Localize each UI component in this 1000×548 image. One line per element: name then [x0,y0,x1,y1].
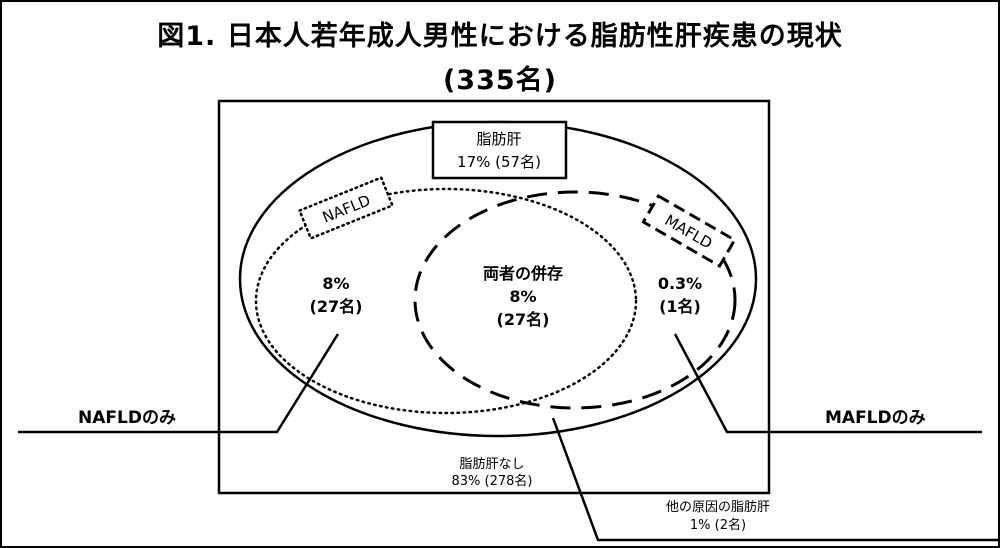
nafld-only-label: NAFLDのみ [78,408,176,428]
fatty-liver-value: 17% (57名) [457,153,541,171]
figure-title: 図1. 日本人若年成人男性における脂肪性肝疾患の現状 [157,21,843,52]
mafld-only-count: (1名) [659,297,701,316]
fatty-liver-box [431,120,568,180]
population-box [217,99,771,495]
other-cause-label: 他の原因の脂肪肝 [666,499,770,515]
nafld-only-count: (27名) [310,297,363,316]
nafld-only-leader-line [18,333,340,434]
both-label: 両者の併存 [483,264,563,283]
mafld-ellipse [413,190,737,410]
mafld-only-pct: 0.3% [658,274,702,293]
no-fatty-liver-value: 83% (278名) [452,473,533,489]
nafld-tag: NAFLD [297,175,395,241]
both-pct: 8% [509,287,536,306]
nafld-only-pct: 8% [322,274,349,293]
no-fatty-liver-label: 脂肪肝なし [459,456,524,472]
other-cause-value: 1% (2名) [690,517,746,533]
fatty-liver-label: 脂肪肝 [476,130,521,148]
figure-subtitle: (335名) [442,65,558,96]
mafld-only-leader-line [673,333,982,434]
mafld-tag: MAFLD [641,193,737,269]
both-count: (27名) [497,310,550,329]
other-cause-leader-line [551,417,998,542]
mafld-only-label: MAFLDのみ [825,408,926,428]
nafld-ellipse [254,187,638,415]
